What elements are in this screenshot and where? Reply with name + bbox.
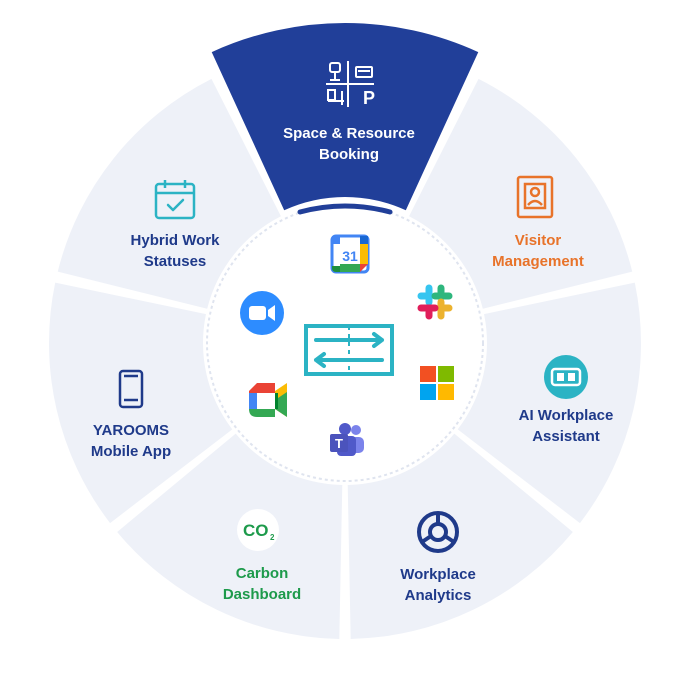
segment-line1: Hybrid Work — [130, 232, 220, 249]
desk-parking-icon — [326, 61, 374, 107]
zoom-icon — [240, 291, 284, 335]
segment-workplace-analytics[interactable] — [347, 433, 573, 639]
google-calendar-icon: 31 — [330, 234, 370, 274]
svg-text:31: 31 — [342, 248, 358, 264]
segment-label-workplace-analytics[interactable]: Workplace Analytics — [400, 564, 476, 606]
analytics-donut-icon — [417, 511, 459, 553]
mobile-phone-icon — [118, 369, 144, 409]
segment-yarooms-mobile-app[interactable] — [48, 282, 233, 524]
parking-letter: P — [363, 88, 375, 108]
svg-text:2: 2 — [270, 533, 275, 542]
segment-line2: Dashboard — [222, 586, 302, 603]
segment-label-visitor-management[interactable]: Visitor Management — [492, 230, 584, 272]
calendar-check-icon — [154, 180, 196, 220]
segment-ai-workplace-assistant[interactable] — [457, 282, 641, 524]
segment-line2: Assistant — [532, 428, 600, 445]
segment-line1: YAROOMS — [92, 422, 170, 439]
hub-highlight-arc — [297, 203, 393, 215]
microsoft-icon — [420, 366, 454, 400]
segment-line1: AI Workplace — [518, 407, 614, 424]
sync-connector-icon — [304, 324, 394, 376]
ai-assistant-icon — [544, 355, 588, 399]
segment-label-ai-workplace-assistant[interactable]: AI Workplace Assistant — [519, 405, 614, 447]
segment-line2: Mobile App — [90, 443, 172, 460]
segment-label-hybrid-work-statuses[interactable]: Hybrid Work Statuses — [131, 230, 220, 272]
svg-text:CO: CO — [243, 521, 269, 540]
svg-text:T: T — [335, 436, 343, 451]
segment-line1: Space & Resource — [283, 125, 415, 142]
segment-visitor-management[interactable] — [409, 78, 633, 309]
segment-carbon-dashboard[interactable] — [117, 433, 343, 639]
segment-line1: Workplace — [400, 566, 476, 583]
segment-label-yarooms-mobile-app[interactable]: YAROOMS Mobile App — [91, 420, 171, 462]
segment-label-carbon-dashboard[interactable]: Carbon Dashboard — [223, 563, 301, 605]
google-meet-icon — [249, 383, 287, 417]
visitor-badge-icon — [516, 175, 554, 219]
segment-label-space-resource-booking[interactable]: Space & Resource Booking — [283, 123, 415, 165]
segment-line2: Analytics — [404, 587, 472, 604]
teams-icon: T — [330, 423, 364, 456]
segment-line2: Booking — [318, 146, 379, 163]
segment-line1: Visitor — [514, 232, 562, 249]
segment-space-resource-booking[interactable] — [211, 22, 479, 211]
segment-line2: Statuses — [143, 253, 207, 270]
slack-icon — [417, 284, 453, 320]
co2-icon: CO 2 — [237, 509, 279, 551]
segment-line2: Management — [492, 253, 584, 270]
segment-line1: Carbon — [235, 565, 289, 582]
